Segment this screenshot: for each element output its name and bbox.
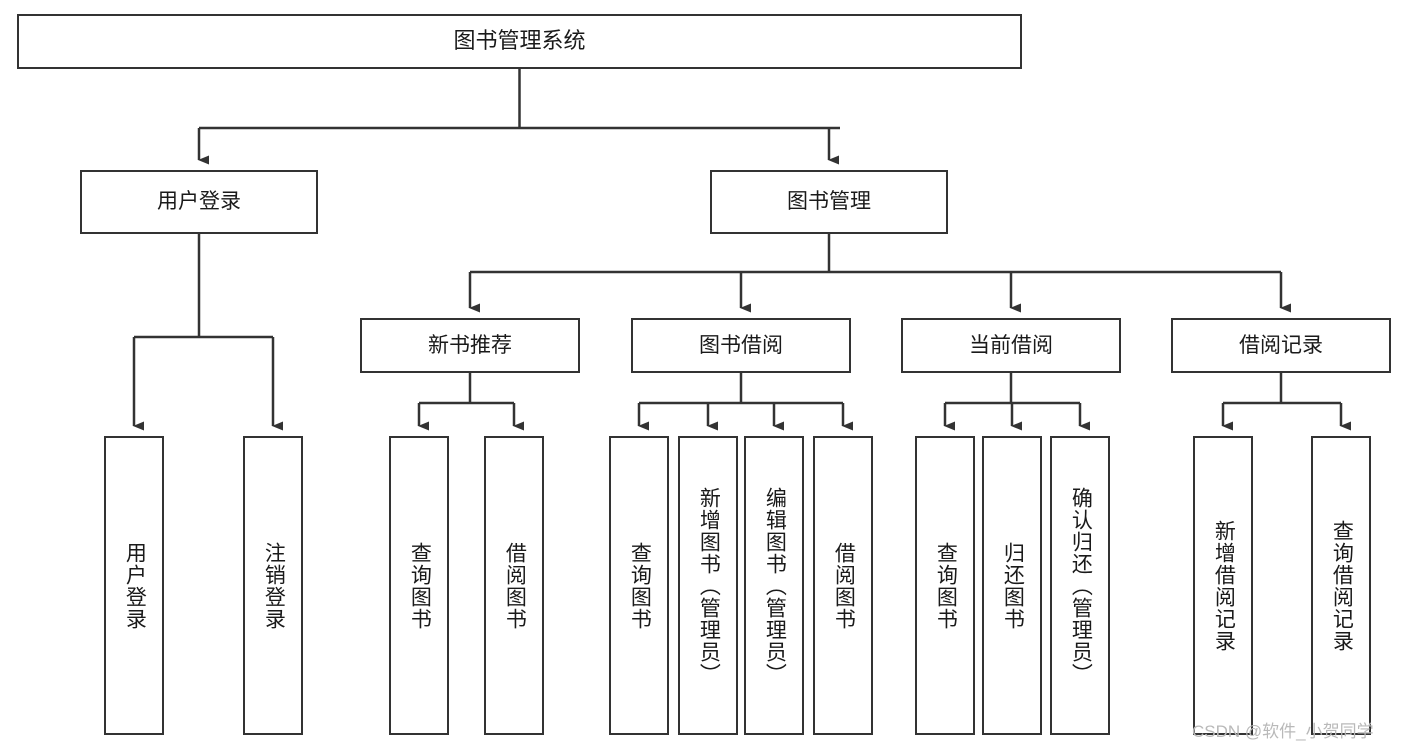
node-leaf-user-login[interactable]: 用户登录 — [104, 436, 164, 735]
node-leaf-user-logout[interactable]: 注销登录 — [243, 436, 303, 735]
node-label: 借阅图书 — [832, 541, 856, 630]
node-leaf-query-borrow-record[interactable]: 查询借阅记录 — [1311, 436, 1371, 735]
node-user-login[interactable]: 用户登录 — [80, 170, 318, 234]
node-leaf-borrow-book-1[interactable]: 借阅图书 — [484, 436, 544, 735]
watermark-text: CSDN @软件_小贺同学 — [1192, 722, 1374, 741]
node-new-book-recommend[interactable]: 新书推荐 — [360, 318, 580, 373]
node-leaf-add-borrow-record[interactable]: 新增借阅记录 — [1193, 436, 1253, 735]
node-leaf-query-book-2[interactable]: 查询图书 — [609, 436, 669, 735]
node-book-borrow[interactable]: 图书借阅 — [631, 318, 851, 373]
node-label: 图书借阅 — [699, 333, 783, 357]
node-label: 查询图书 — [628, 541, 652, 630]
node-label: 借阅图书 — [503, 541, 527, 630]
node-label: 图书管理 — [787, 190, 871, 214]
node-leaf-query-book-1[interactable]: 查询图书 — [389, 436, 449, 735]
node-leaf-query-book-3[interactable]: 查询图书 — [915, 436, 975, 735]
node-label: 当前借阅 — [969, 333, 1053, 357]
node-book-management[interactable]: 图书管理 — [710, 170, 948, 234]
node-root-system[interactable]: 图书管理系统 — [17, 14, 1022, 69]
node-label: 注销登录 — [262, 541, 286, 630]
node-label: 新书推荐 — [428, 333, 512, 357]
node-label: 查询借阅记录 — [1330, 519, 1354, 652]
node-label: 借阅记录 — [1239, 333, 1323, 357]
node-label: 归还图书 — [1001, 541, 1025, 630]
node-current-borrow[interactable]: 当前借阅 — [901, 318, 1121, 373]
node-leaf-add-book[interactable]: 新增图书（管理员） — [678, 436, 738, 735]
node-label: 查询图书 — [934, 541, 958, 630]
node-label: 新增图书（管理员） — [697, 486, 721, 685]
node-leaf-edit-book[interactable]: 编辑图书（管理员） — [744, 436, 804, 735]
node-leaf-return-book[interactable]: 归还图书 — [982, 436, 1042, 735]
node-borrow-record[interactable]: 借阅记录 — [1171, 318, 1391, 373]
node-label: 用户登录 — [123, 541, 147, 630]
node-label: 确认归还（管理员） — [1069, 486, 1093, 685]
node-label: 编辑图书（管理员） — [763, 486, 787, 685]
node-label: 图书管理系统 — [453, 28, 586, 54]
node-leaf-borrow-book-2[interactable]: 借阅图书 — [813, 436, 873, 735]
node-leaf-confirm-return[interactable]: 确认归还（管理员） — [1050, 436, 1110, 735]
node-label: 新增借阅记录 — [1212, 519, 1236, 652]
node-label: 用户登录 — [157, 190, 241, 214]
node-label: 查询图书 — [408, 541, 432, 630]
